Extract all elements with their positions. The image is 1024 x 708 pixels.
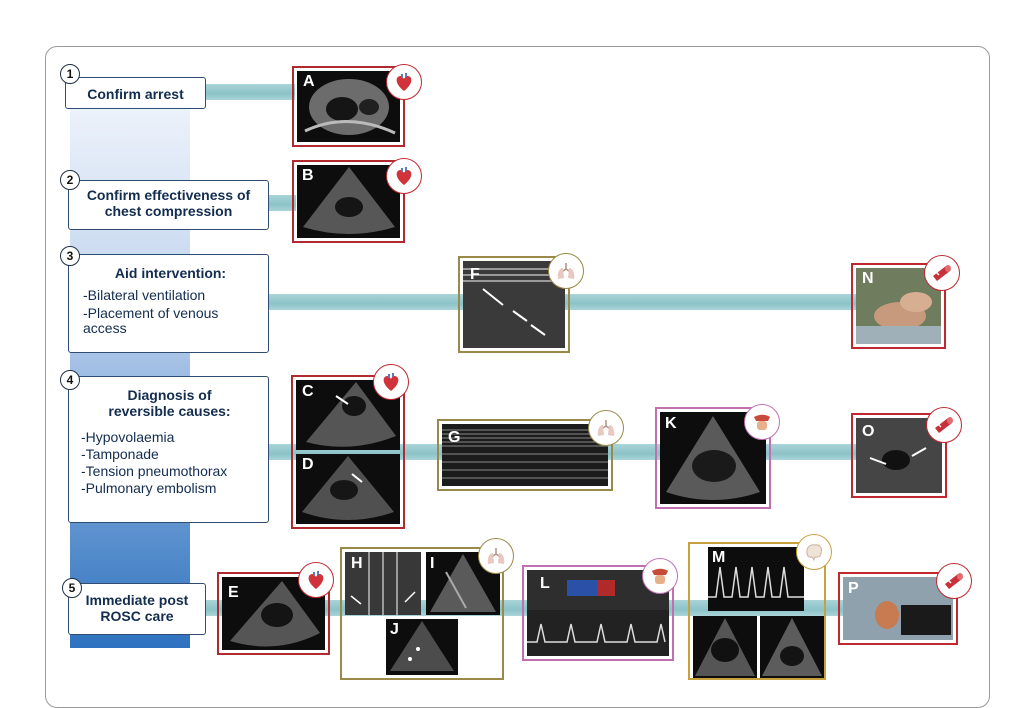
heart-icon	[386, 158, 422, 194]
ultrasound-image-j	[386, 619, 458, 675]
panel-l-label: L	[540, 575, 550, 592]
step-5-title: Immediate post ROSC care	[85, 592, 189, 624]
panel-a: A	[292, 66, 405, 147]
ultrasound-image-h	[345, 552, 421, 615]
connector-step1	[205, 84, 295, 100]
vessel-icon	[936, 563, 972, 599]
step-1-title: Confirm arrest	[87, 86, 184, 102]
step-4-item: -Pulmonary embolism	[81, 480, 217, 496]
heart-icon	[386, 64, 422, 100]
step-4-title: Diagnosis of reversible causes:	[108, 387, 231, 419]
abdomen-icon	[744, 404, 780, 440]
step-4-item: -Tamponade	[81, 446, 159, 462]
panel-k-label: K	[665, 415, 677, 432]
panel-n-label: N	[862, 270, 874, 287]
step-5-number: 5	[62, 578, 82, 598]
ultrasound-image-m-right	[760, 616, 824, 678]
panel-e: E	[217, 572, 330, 655]
panel-b: B	[292, 160, 405, 243]
mmode-image-g	[442, 424, 608, 486]
panel-i-label: I	[430, 555, 435, 572]
panel-c-label: C	[302, 383, 314, 400]
panel-g: G	[437, 419, 613, 491]
step-1-box: Confirm arrest	[65, 77, 206, 109]
brain-icon	[796, 534, 832, 570]
step-3-title: Aid intervention:	[114, 265, 227, 281]
lung-icon	[478, 538, 514, 574]
heart-icon	[373, 364, 409, 400]
step-3-number: 3	[60, 246, 80, 266]
panel-d-label: D	[302, 456, 314, 473]
step-5-box: Immediate post ROSC care	[68, 583, 206, 635]
panel-hij: H I J	[340, 547, 504, 680]
step-2-number: 2	[60, 170, 80, 190]
lung-icon	[548, 253, 584, 289]
panel-m-label: M	[712, 549, 726, 566]
vessel-icon	[926, 407, 962, 443]
ultrasound-image-d	[296, 454, 400, 524]
doppler-image-m	[708, 547, 804, 611]
step-3-box: Aid intervention: -Bilateral ventilation…	[68, 254, 269, 353]
ultrasound-image-a	[297, 71, 400, 142]
panel-h-label: H	[351, 555, 363, 572]
step-1-number: 1	[60, 64, 80, 84]
connector-step2	[268, 195, 296, 211]
panel-g-label: G	[448, 429, 461, 446]
step-4-item: -Hypovolaemia	[81, 429, 175, 445]
vessel-icon	[924, 255, 960, 291]
panel-j-label: J	[390, 621, 399, 638]
ultrasound-image-m-left	[693, 616, 757, 678]
ultrasound-image-f	[463, 261, 565, 348]
ultrasound-image-b	[297, 165, 400, 238]
abdomen-icon	[642, 558, 678, 594]
photo-image-p	[843, 577, 953, 640]
step-4-number: 4	[60, 370, 80, 390]
step-3-item: -Placement of venous access	[83, 305, 219, 336]
step-4-box: Diagnosis of reversible causes: -Hypovol…	[68, 376, 269, 523]
step-2-box: Confirm effectiveness of chest compressi…	[68, 180, 269, 230]
panel-p-label: P	[848, 580, 859, 597]
panel-f-label: F	[470, 266, 480, 283]
step-4-item: -Tension pneumothorax	[81, 463, 228, 479]
panel-e-label: E	[228, 584, 239, 601]
ultrasound-image-i	[426, 552, 500, 615]
panel-o-label: O	[862, 423, 875, 440]
panel-f: F	[458, 256, 570, 353]
lung-icon	[588, 410, 624, 446]
step-3-item: -Bilateral ventilation	[83, 287, 206, 303]
panel-b-label: B	[302, 167, 314, 184]
ultrasound-image-e	[222, 577, 325, 650]
panel-m: M	[688, 542, 826, 680]
heart-icon	[298, 562, 334, 598]
step-2-title: Confirm effectiveness of chest compressi…	[86, 187, 251, 219]
panel-p: P	[838, 572, 958, 645]
panel-a-label: A	[303, 73, 315, 90]
